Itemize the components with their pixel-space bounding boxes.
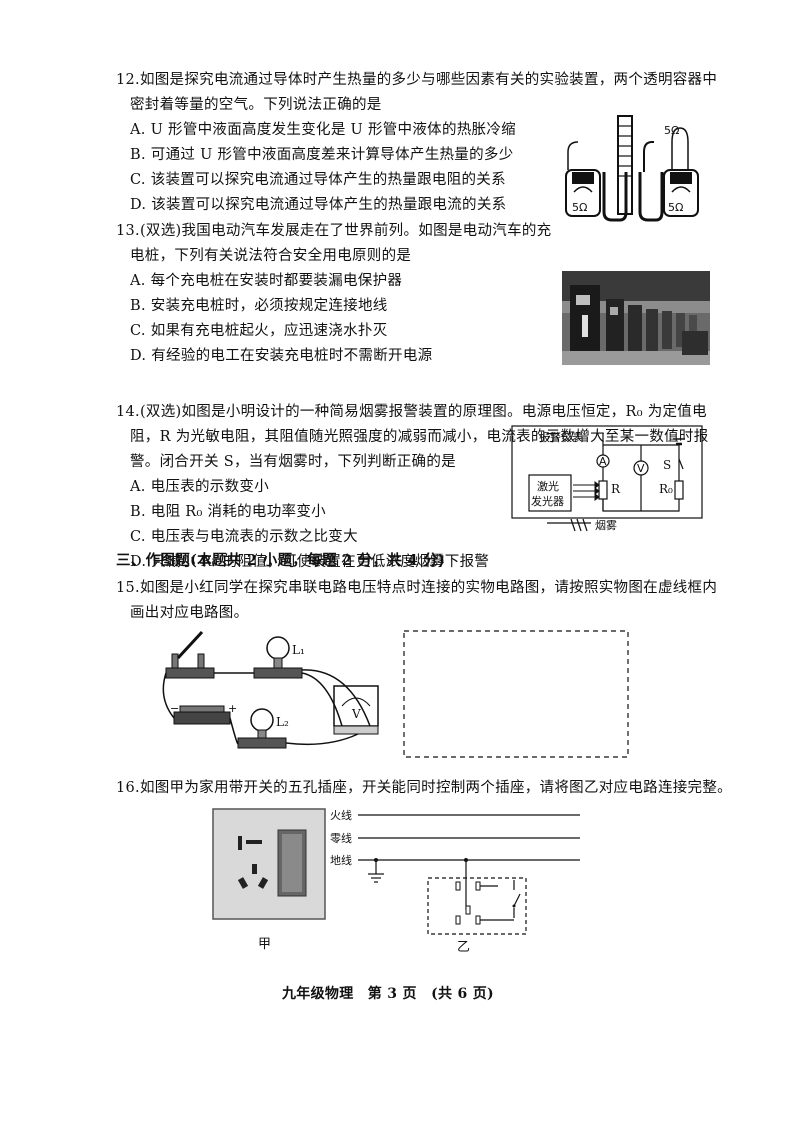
q14-voltmeter-label: V (637, 462, 645, 475)
q14-option-a: A. 电压表的示数变小 (130, 479, 269, 495)
q16-stem: 16.如图甲为家用带开关的五孔插座，开关能同时控制两个插座，请将图乙对应电路连接… (116, 780, 732, 796)
q16-neutral-wire-label: 零线 (330, 831, 352, 845)
q16-live-wire-label: 火线 (330, 808, 352, 822)
q12-option-c: C. 该装置可以探究电流通过导体产生的热量跟电阻的关系 (130, 172, 506, 188)
q14-smoke-label: 烟雾 (595, 518, 617, 532)
q15-l2-label: L₂ (276, 715, 289, 729)
q13-option-c: C. 如果有充电桩起火，应迅速浇水扑灭 (130, 323, 388, 339)
q13-stem-line2: 电桩，下列有关说法符合安全用电原则的是 (130, 248, 412, 264)
q14-option-b: B. 电阻 R₀ 消耗的电功率变小 (130, 504, 326, 520)
q14-smoke-alarm-circuit: 报警仪表 A R V S R₀ 激光 发光器 烟雾 (511, 425, 703, 532)
q14-stem-line2: 阻，R 为光敏电阻，其阻值随光照强度的减弱而减小，电流表的示数增大至某一数值时报 (130, 429, 709, 445)
q14-laser-label-2: 发光器 (531, 494, 564, 508)
q13-option-d: D. 有经验的电工在安装充电桩时不需断开电源 (130, 348, 433, 364)
q16-ground-wire-label: 地线 (330, 853, 352, 867)
q15-stem-line1: 15.如图是小红同学在探究串联电路电压特点时连接的实物电路图，请按照实物图在虚线… (116, 580, 718, 596)
q16-socket-box (427, 877, 527, 935)
q13-option-a: A. 每个充电桩在安装时都要装漏电保护器 (130, 273, 403, 289)
q14-option-d: D. 只减小 R₀ 的阻值，可使装置在更低浓度烟雾下报警 (130, 554, 490, 570)
q14-stem-line1: 14.(双选)如图是小明设计的一种简易烟雾报警装置的原理图。电源电压恒定，R₀ … (116, 404, 707, 420)
q14-r0-label: R₀ (659, 482, 673, 496)
q14-switch-label: S (663, 458, 671, 472)
q12-apparatus-figure: 5Ω 5Ω 5Ω (565, 115, 699, 222)
q14-laser-label-1: 激光 (537, 479, 559, 493)
q12-resistor-label-top: 5Ω (664, 124, 679, 137)
q14-photoresistor-r (598, 480, 608, 500)
q15-physical-circuit-figure: L₁ − + L₂ V (162, 630, 379, 749)
q14-laser-emitter (528, 474, 572, 512)
q14-option-c: C. 电压表与电流表的示数之比变大 (130, 529, 358, 545)
q12-stem-line1: 12.如图是探究电流通过导体时产生热量的多少与哪些因素有关的实验装置，两个透明容… (116, 72, 718, 88)
q14-stem-line3: 警。闭合开关 S，当有烟雾时，下列判断正确的是 (130, 454, 456, 470)
q15-voltmeter-label: V (351, 707, 361, 721)
q12-resistor-label-left: 5Ω (572, 201, 587, 214)
q12-option-a: A. U 形管中液面高度发生变化是 U 形管中液体的热胀冷缩 (130, 122, 516, 138)
q13-option-b: B. 安装充电桩时，必须按规定连接地线 (130, 298, 388, 314)
q12-resistor-label-right: 5Ω (668, 201, 683, 214)
q15-l1-label: L₁ (292, 643, 305, 657)
q12-stem-line2: 密封着等量的空气。下列说法正确的是 (130, 97, 382, 113)
q16-figure-jia-label: 甲 (258, 937, 272, 952)
page-footer: 九年级物理 第 3 页 (共 6 页) (282, 986, 494, 1002)
q16-figure-yi-label: 乙 (457, 940, 471, 955)
q13-charging-station-photo (562, 271, 710, 365)
q15-battery-plus: + (228, 702, 237, 715)
section-3-heading: 三、作图题(本题共 2 小题，每题 2 分，共 4 分) (116, 552, 446, 569)
q14-alarm-meter-label: 报警仪表 (539, 430, 583, 444)
q16-wiring-figure-yi: 火线 零线 地线 (330, 808, 580, 935)
q13-stem-line1: 13.(双选)我国电动汽车发展走在了世界前列。如图是电动汽车的充 (116, 223, 552, 239)
q14-ammeter-label: A (599, 455, 607, 468)
q12-option-b: B. 可通过 U 形管中液面高度差来计算导体产生热量的多少 (130, 147, 514, 163)
q15-answer-dashed-box (403, 630, 629, 758)
q15-battery-minus: − (170, 702, 179, 715)
q16-socket-figure-jia (212, 808, 326, 920)
q12-option-d: D. 该装置可以探究电流通过导体产生的热量跟电流的关系 (130, 197, 507, 213)
q14-r-label: R (611, 482, 621, 496)
q15-stem-line2: 画出对应电路图。 (130, 605, 249, 621)
q14-fixed-resistor-r0 (674, 480, 684, 500)
